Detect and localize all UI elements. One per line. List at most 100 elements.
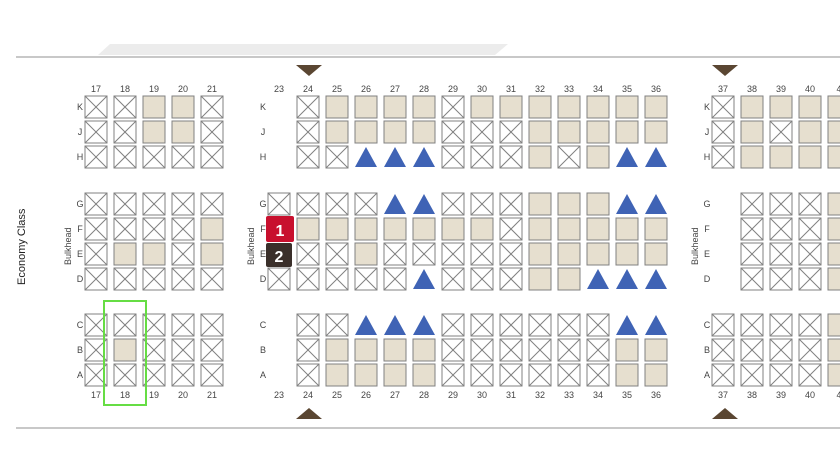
seat-available[interactable] [528,242,552,266]
seat-available[interactable] [528,120,552,144]
seat-available[interactable] [557,95,581,119]
seat-available[interactable] [441,217,465,241]
seat-available[interactable] [325,338,349,362]
seat-available[interactable] [528,192,552,216]
seat-available[interactable] [586,192,610,216]
seat-available[interactable] [769,145,793,169]
seat-available[interactable] [615,338,639,362]
seat-available[interactable] [557,192,581,216]
seat-available[interactable] [644,217,668,241]
accessible-seat-icon[interactable] [413,194,435,214]
seat-available[interactable] [586,120,610,144]
seat-available[interactable] [171,120,195,144]
accessible-seat-icon[interactable] [355,147,377,167]
seat-available[interactable] [499,95,523,119]
accessible-seat-icon[interactable] [645,194,667,214]
accessible-seat-icon[interactable] [413,315,435,335]
seat-available[interactable] [383,217,407,241]
seat-available[interactable] [412,95,436,119]
seat-available[interactable] [557,242,581,266]
accessible-seat-icon[interactable] [616,194,638,214]
seat-available[interactable] [798,120,822,144]
seat-available[interactable] [142,95,166,119]
seat-available[interactable] [354,95,378,119]
seat-available[interactable] [325,363,349,387]
accessible-seat-icon[interactable] [413,269,435,289]
seat-available[interactable] [113,338,137,362]
seat-available[interactable] [142,120,166,144]
seat-available[interactable] [354,242,378,266]
seat-available[interactable] [325,120,349,144]
seat-available[interactable] [615,120,639,144]
seat-available[interactable] [354,363,378,387]
accessible-seat-icon[interactable] [384,194,406,214]
seat-available[interactable] [615,242,639,266]
seat-available[interactable] [557,217,581,241]
seat-available[interactable] [354,120,378,144]
seat-available[interactable] [383,95,407,119]
seat-available[interactable] [470,95,494,119]
seat-available[interactable] [586,217,610,241]
accessible-seat-icon[interactable] [616,269,638,289]
seat-available[interactable] [644,363,668,387]
seat-available[interactable] [113,242,137,266]
seat-available[interactable] [827,242,840,266]
seat-available[interactable] [412,363,436,387]
seat-available[interactable] [798,95,822,119]
accessible-seat-icon[interactable] [355,315,377,335]
seat-available[interactable] [325,95,349,119]
seat-available[interactable] [644,338,668,362]
accessible-seat-icon[interactable] [645,315,667,335]
seat-available[interactable] [644,95,668,119]
seat-available[interactable] [586,242,610,266]
seat-available[interactable] [827,217,840,241]
seat-available[interactable] [200,217,224,241]
seat-available[interactable] [644,242,668,266]
accessible-seat-icon[interactable] [645,147,667,167]
seat-available[interactable] [827,120,840,144]
accessible-seat-icon[interactable] [384,147,406,167]
seat-available[interactable] [383,338,407,362]
seat-available[interactable] [615,95,639,119]
seat-available[interactable] [798,145,822,169]
seat-available[interactable] [528,217,552,241]
accessible-seat-icon[interactable] [587,269,609,289]
seat-available[interactable] [827,267,840,291]
seat-available[interactable] [740,145,764,169]
seat-available[interactable] [412,217,436,241]
seat-available[interactable] [827,363,840,387]
seat-available[interactable] [528,267,552,291]
seat-available[interactable] [557,267,581,291]
seat-available[interactable] [827,192,840,216]
accessible-seat-icon[interactable] [616,147,638,167]
accessible-seat-icon[interactable] [616,315,638,335]
accessible-seat-icon[interactable] [645,269,667,289]
seat-available[interactable] [827,338,840,362]
seat-available[interactable] [615,217,639,241]
passenger-marker-2[interactable]: 2 [266,243,292,267]
seat-available[interactable] [528,95,552,119]
seat-available[interactable] [383,363,407,387]
seat-available[interactable] [769,95,793,119]
seat-available[interactable] [827,95,840,119]
seat-available[interactable] [296,217,320,241]
seat-available[interactable] [586,145,610,169]
seat-available[interactable] [142,242,166,266]
accessible-seat-icon[interactable] [384,315,406,335]
seat-available[interactable] [740,120,764,144]
seat-available[interactable] [412,120,436,144]
seat-available[interactable] [412,338,436,362]
seat-available[interactable] [557,120,581,144]
seat-available[interactable] [325,217,349,241]
seat-available[interactable] [740,95,764,119]
seat-available[interactable] [200,242,224,266]
passenger-marker-1[interactable]: 1 [266,216,294,242]
seat-available[interactable] [586,95,610,119]
seat-available[interactable] [354,338,378,362]
seat-available[interactable] [827,145,840,169]
seat-available[interactable] [354,217,378,241]
accessible-seat-icon[interactable] [413,147,435,167]
seat-available[interactable] [470,217,494,241]
seat-available[interactable] [615,363,639,387]
seat-available[interactable] [644,120,668,144]
